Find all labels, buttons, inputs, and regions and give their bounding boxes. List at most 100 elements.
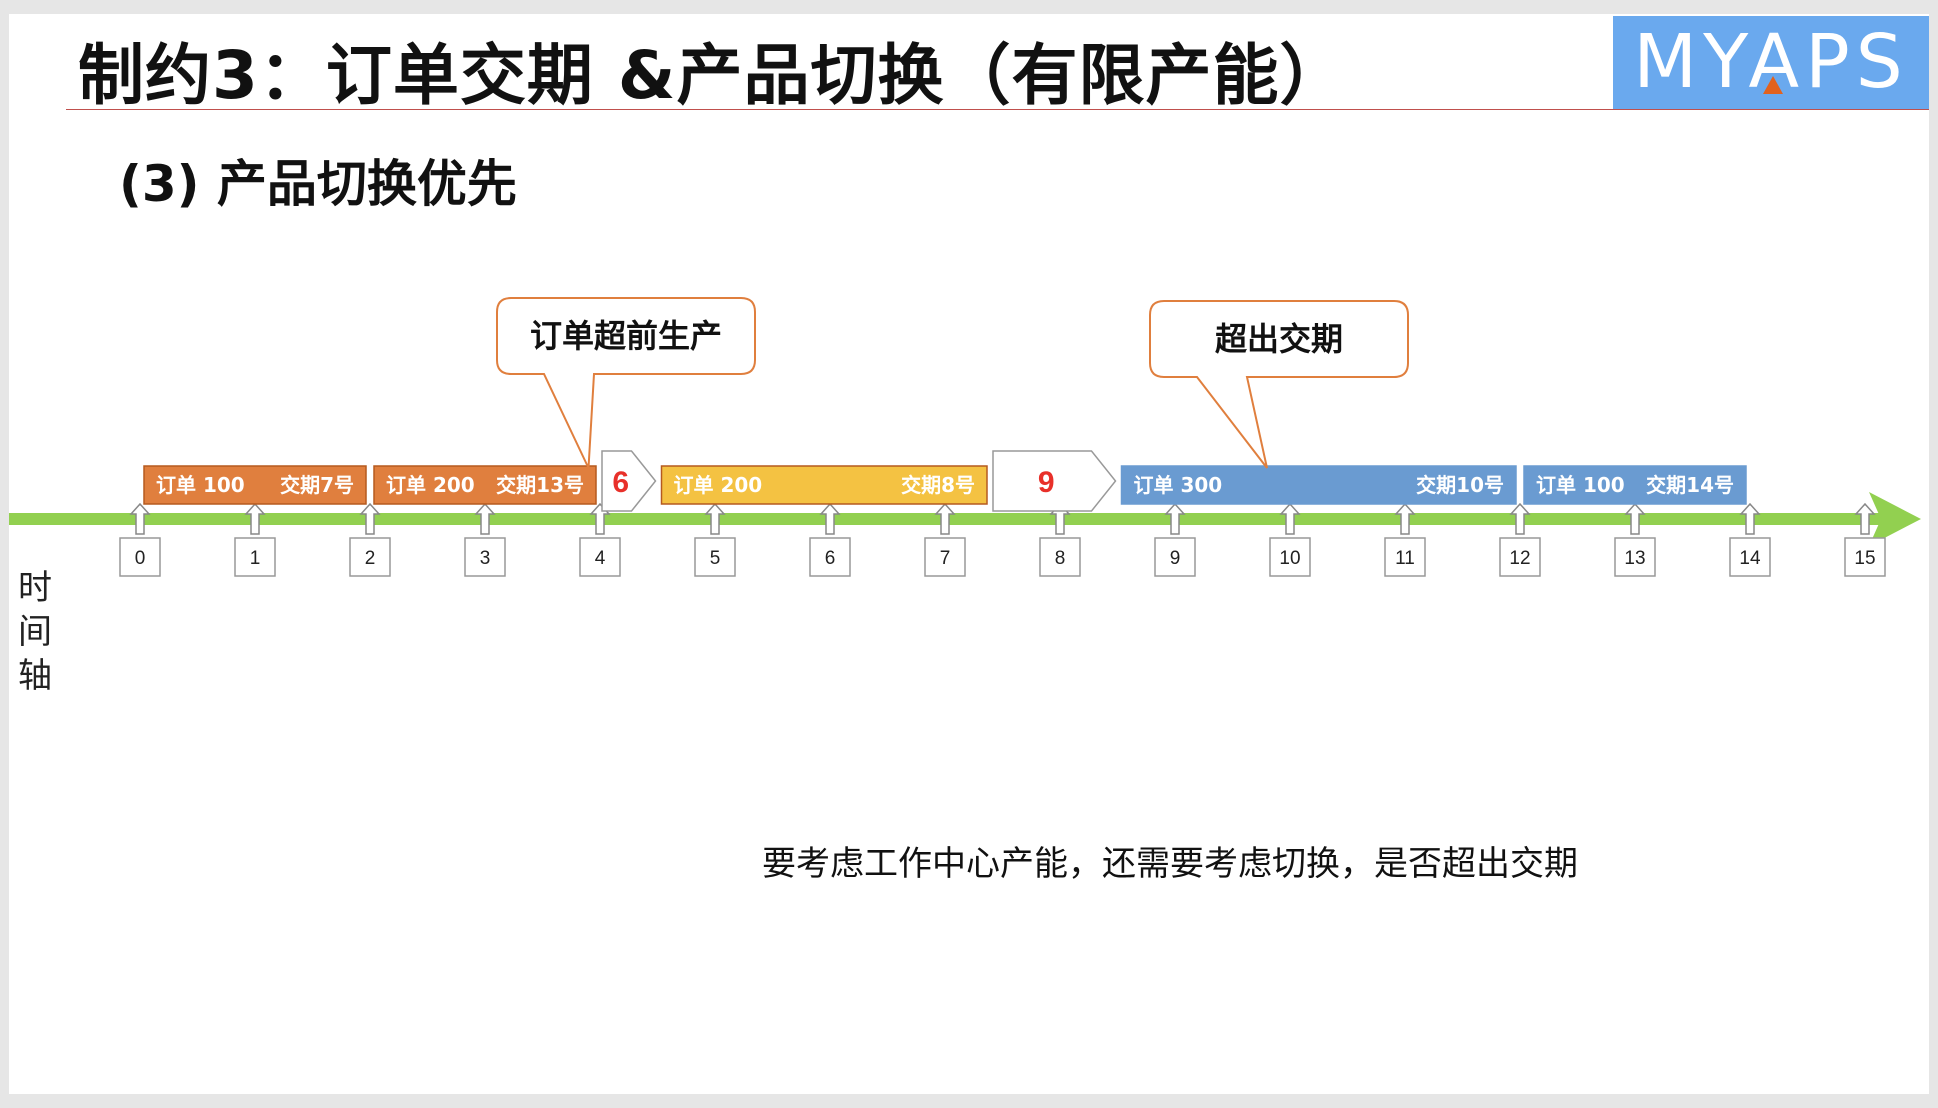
tick-label: 2 xyxy=(365,548,376,569)
tick-7: 7 xyxy=(924,502,966,577)
slide-subtitle: (3) 产品切换优先 xyxy=(119,155,517,213)
order-due-date: 交期14号 xyxy=(1646,473,1734,497)
changeover-chevron xyxy=(601,450,657,512)
tick-box xyxy=(1614,537,1656,577)
order-label: 订单 100 xyxy=(1536,473,1625,497)
tick-box xyxy=(1039,537,1081,577)
order-label: 订单 300 xyxy=(1134,473,1223,497)
order-bar-1: 订单 100 交期7号 xyxy=(143,465,367,505)
callouts: 订单超前生产 超出交期 xyxy=(496,297,1409,469)
tick-arrow xyxy=(1624,502,1646,535)
tick-arrow xyxy=(1164,502,1186,535)
tick-label: 4 xyxy=(595,548,606,569)
tick-label: 7 xyxy=(940,548,951,569)
timeline-axis xyxy=(9,492,1921,546)
tick-arrow xyxy=(359,502,381,535)
tick-label: 6 xyxy=(825,548,836,569)
tick-5: 5 xyxy=(694,502,736,577)
tick-label: 12 xyxy=(1509,548,1530,569)
order-bar-rect xyxy=(1120,465,1517,505)
order-bar-rect xyxy=(373,465,597,505)
order-bar-4: 订单 300 交期10号 xyxy=(1120,465,1517,505)
tick-arrow xyxy=(129,502,151,535)
order-label: 订单 100 xyxy=(156,473,245,497)
timeline-arrowhead xyxy=(1869,492,1921,546)
tick-box xyxy=(119,537,161,577)
tick-label: 11 xyxy=(1395,548,1415,569)
tick-arrow xyxy=(1509,502,1531,535)
callout-2: 超出交期 xyxy=(1149,300,1409,469)
tick-label: 14 xyxy=(1739,548,1761,569)
callout-text: 订单超前生产 xyxy=(530,317,722,355)
changeover-chevron xyxy=(992,450,1117,512)
order-bar-rect xyxy=(1523,465,1747,505)
tick-arrow xyxy=(1854,502,1876,535)
tick-arrow xyxy=(704,502,726,535)
callout-1: 订单超前生产 xyxy=(496,297,756,469)
changeover-number: 9 xyxy=(1038,466,1055,499)
tick-label: 10 xyxy=(1279,548,1300,569)
order-due-date: 交期8号 xyxy=(901,473,975,497)
tick-arrow xyxy=(1394,502,1416,535)
tick-box xyxy=(1844,537,1886,577)
tick-arrow xyxy=(474,502,496,535)
tick-13: 13 xyxy=(1614,502,1656,577)
order-bar-5: 订单 100 交期14号 xyxy=(1523,465,1747,505)
callout-text: 超出交期 xyxy=(1215,320,1343,358)
tick-box xyxy=(694,537,736,577)
tick-6: 6 xyxy=(809,502,851,577)
tick-9: 9 xyxy=(1154,502,1196,577)
tick-arrow xyxy=(1279,502,1301,535)
tick-box xyxy=(809,537,851,577)
time-axis-label: 时 间 轴 xyxy=(18,568,52,696)
tick-arrow xyxy=(244,502,266,535)
slide: 制约3：订单交期 &产品切换（有限产能） MYAPS (3) 产品切换优先 0 1… xyxy=(9,14,1929,1094)
tick-label: 0 xyxy=(135,548,146,569)
order-bar-rect xyxy=(660,465,988,505)
tick-arrow xyxy=(819,502,841,535)
order-due-date: 交期13号 xyxy=(496,473,584,497)
tick-1: 1 xyxy=(234,502,276,577)
logo-accent-triangle xyxy=(1763,76,1783,94)
changeover-2: 9 xyxy=(992,450,1117,512)
tick-box xyxy=(579,537,621,577)
tick-3: 3 xyxy=(464,502,506,577)
tick-label: 13 xyxy=(1624,548,1645,569)
tick-4: 4 xyxy=(579,502,621,577)
tick-box xyxy=(1384,537,1426,577)
tick-box xyxy=(1499,537,1541,577)
tick-label: 3 xyxy=(480,548,491,569)
order-due-date: 交期7号 xyxy=(280,473,354,497)
changeover-number: 6 xyxy=(612,466,629,499)
tick-14: 14 xyxy=(1729,502,1771,577)
tick-arrow xyxy=(934,502,956,535)
tick-box xyxy=(234,537,276,577)
tick-arrow xyxy=(1739,502,1761,535)
tick-label: 9 xyxy=(1170,548,1181,569)
tick-label: 5 xyxy=(710,548,721,569)
tick-box xyxy=(1729,537,1771,577)
tick-box xyxy=(924,537,966,577)
order-label: 订单 200 xyxy=(674,473,763,497)
tick-0: 0 xyxy=(119,502,161,577)
myaps-logo: MYAPS xyxy=(1613,16,1929,109)
tick-2: 2 xyxy=(349,502,391,577)
order-due-date: 交期10号 xyxy=(1416,473,1504,497)
tick-15: 15 xyxy=(1844,502,1886,577)
order-bar-rect xyxy=(143,465,367,505)
order-bar-3: 订单 200 交期8号 xyxy=(660,465,988,505)
tick-11: 11 xyxy=(1384,502,1426,577)
tick-box xyxy=(1269,537,1311,577)
title-divider xyxy=(66,109,1929,110)
tick-label: 1 xyxy=(250,548,261,569)
slide-title: 制约3：订单交期 &产品切换（有限产能） xyxy=(78,37,1347,114)
tick-10: 10 xyxy=(1269,502,1311,577)
callout-bubble xyxy=(496,297,756,469)
tick-label: 15 xyxy=(1854,548,1875,569)
tick-box xyxy=(349,537,391,577)
callout-bubble xyxy=(1149,300,1409,469)
